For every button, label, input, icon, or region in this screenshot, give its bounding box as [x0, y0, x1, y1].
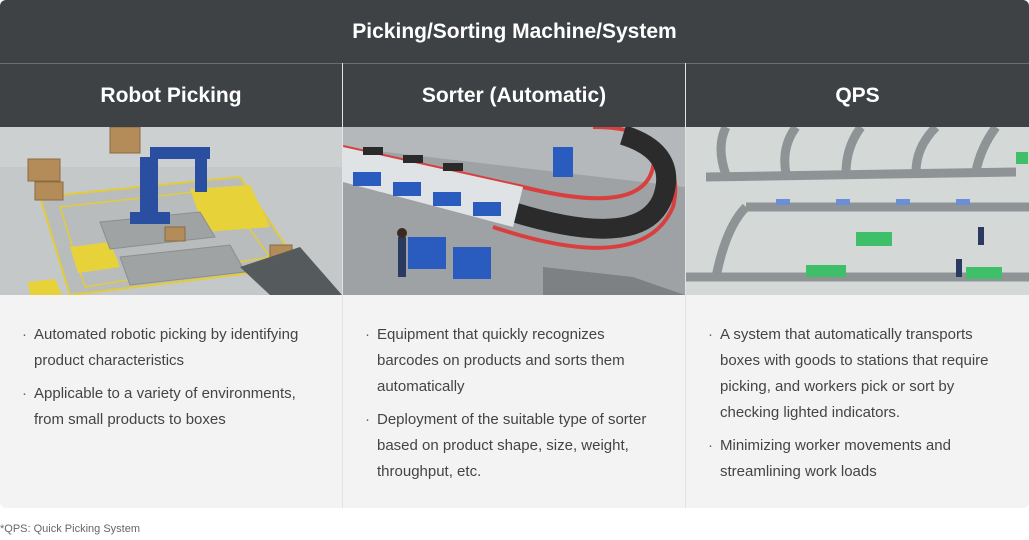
list-item: Equipment that quickly recognizes barcod…	[365, 322, 661, 400]
column-heading: Sorter (Automatic)	[343, 63, 685, 127]
feature-list: Automated robotic picking by identifying…	[0, 295, 342, 433]
column-divider	[342, 63, 343, 508]
footnote: *QPS: Quick Picking System	[0, 523, 140, 535]
column-sorter: Sorter (Automatic)	[343, 63, 685, 508]
qps-image	[686, 127, 1029, 295]
column-robot-picking: Robot Picking	[0, 63, 342, 508]
list-item: A system that automatically transports b…	[708, 322, 1005, 426]
feature-list: A system that automatically transports b…	[686, 295, 1029, 485]
column-qps: QPS	[686, 63, 1029, 508]
list-item: Minimizing worker movements and streamli…	[708, 433, 1005, 485]
main-title: Picking/Sorting Machine/System	[0, 0, 1029, 63]
column-divider	[685, 63, 686, 508]
list-item: Automated robotic picking by identifying…	[22, 322, 318, 374]
sorter-image	[343, 127, 685, 295]
list-item: Deployment of the suitable type of sorte…	[365, 407, 661, 485]
robot-picking-image	[0, 127, 342, 295]
column-heading: QPS	[686, 63, 1029, 127]
list-item: Applicable to a variety of environments,…	[22, 381, 318, 433]
column-heading: Robot Picking	[0, 63, 342, 127]
comparison-table: Picking/Sorting Machine/System Robot Pic…	[0, 0, 1029, 508]
feature-list: Equipment that quickly recognizes barcod…	[343, 295, 685, 485]
